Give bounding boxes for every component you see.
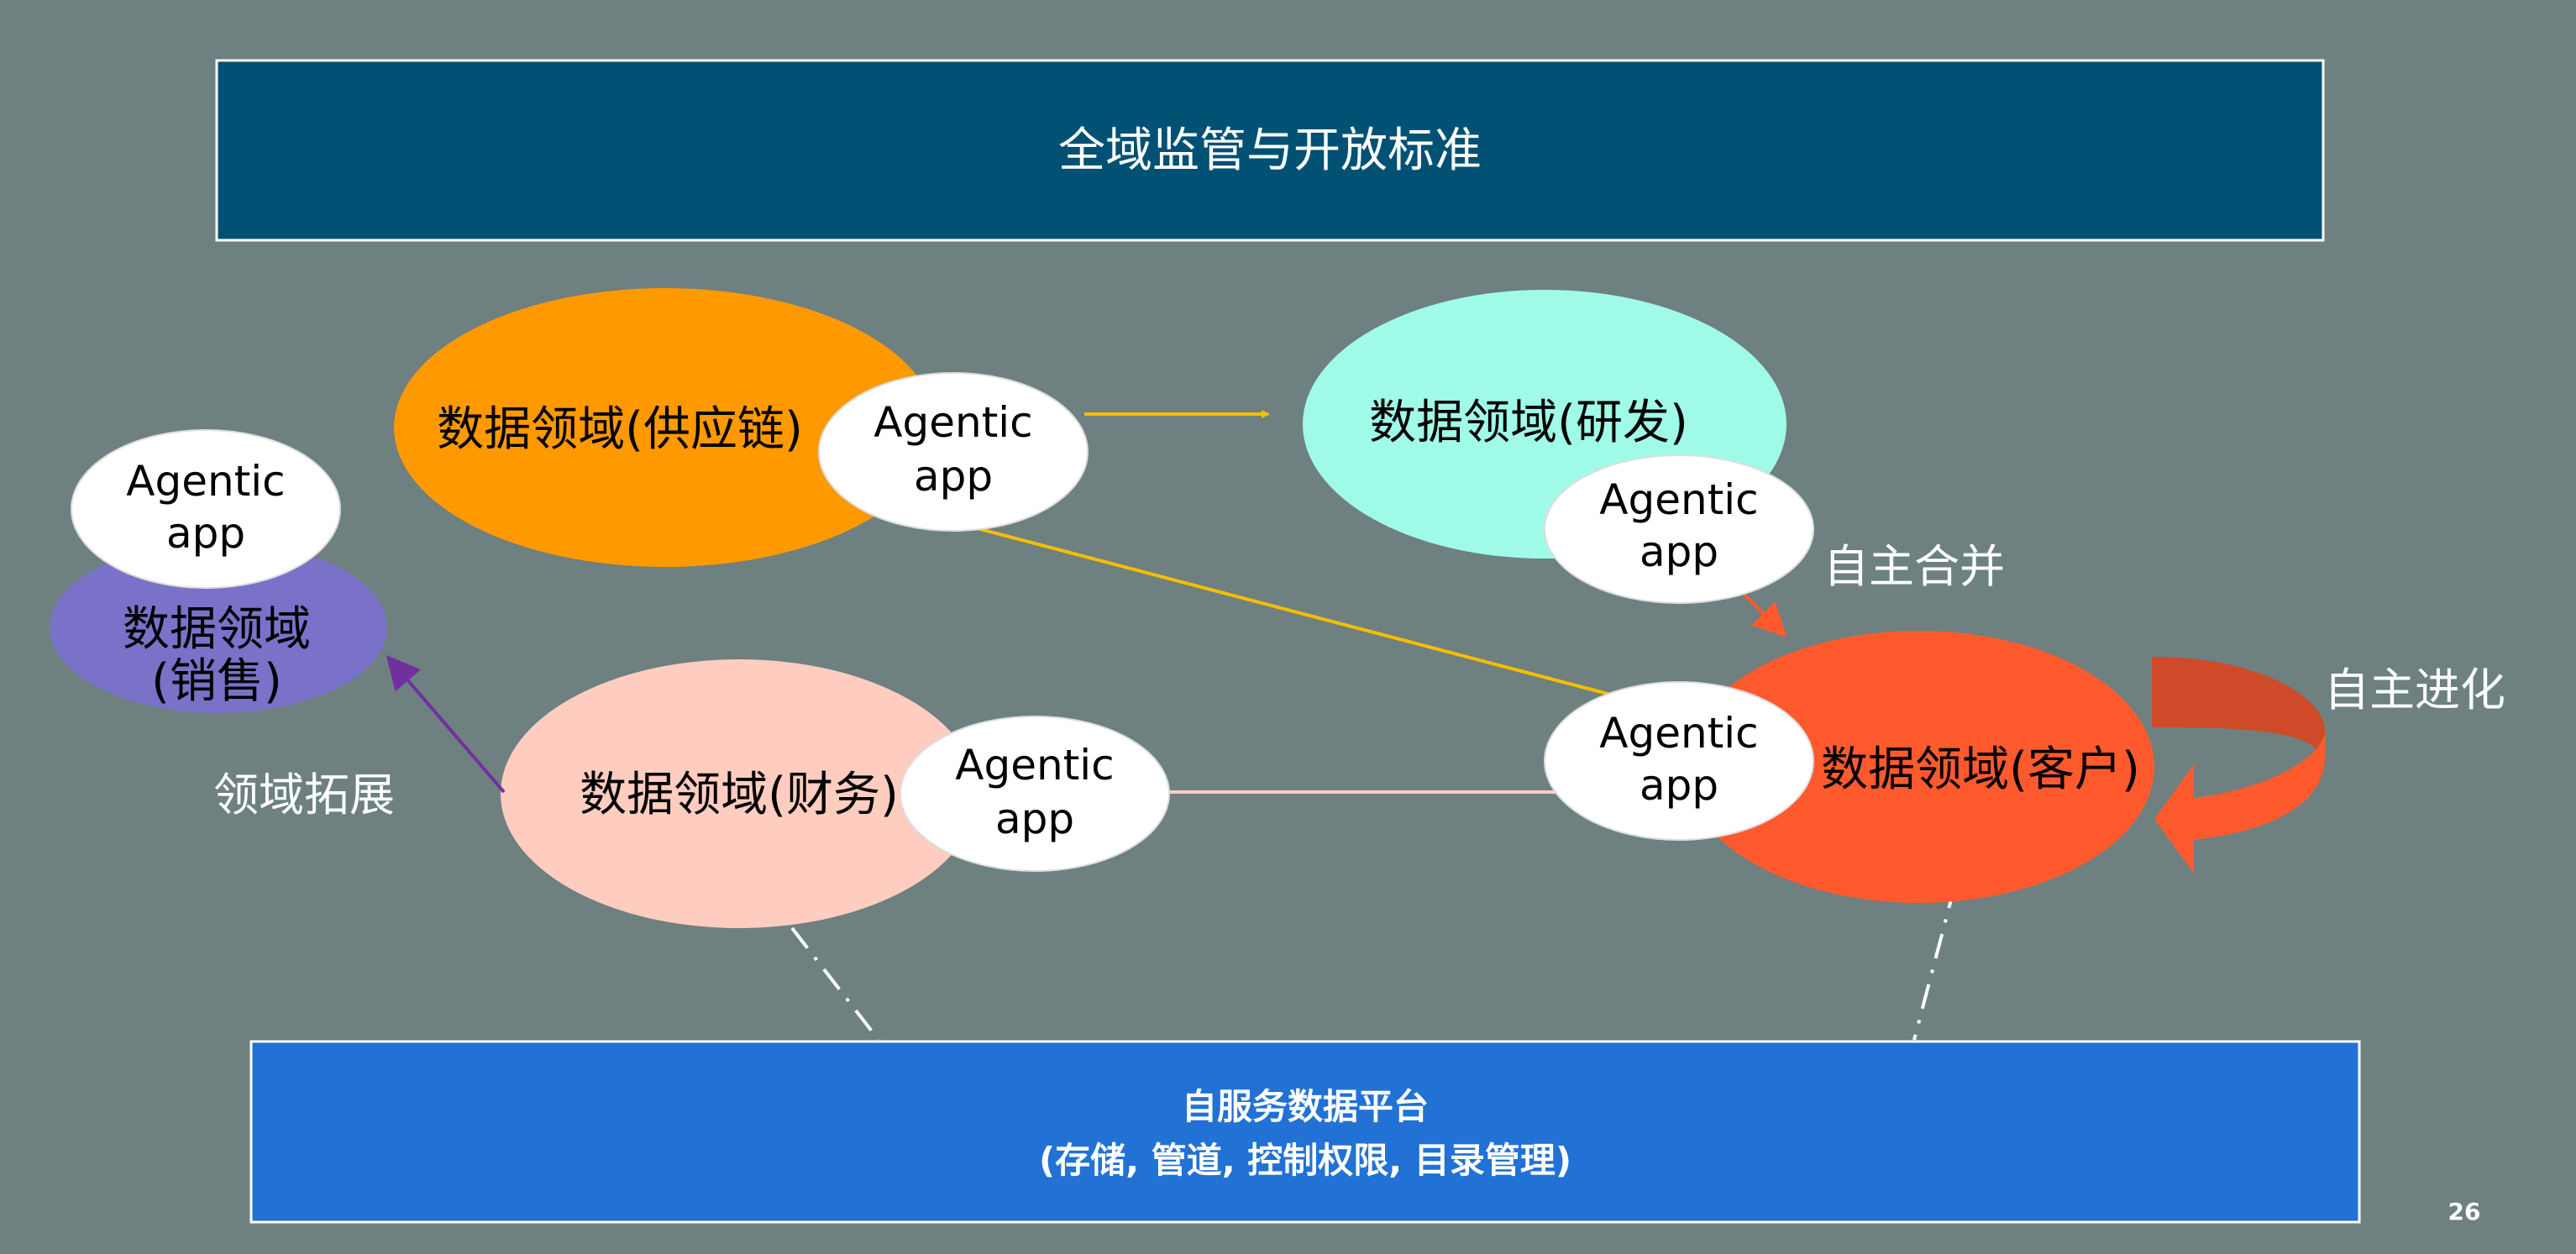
agentic-app-rnd: Agentic app — [1544, 454, 1814, 604]
domain-sales — [50, 542, 387, 713]
expand-label: 领域拓展 — [213, 769, 395, 821]
domain-sales-label-2: (销售) — [151, 654, 282, 709]
domain-rnd-label: 数据领域(研发) — [1369, 396, 1688, 450]
platform-title: 自服务数据平台 — [1182, 1086, 1429, 1127]
svg-text:app: app — [914, 452, 993, 501]
domain-supply-chain — [394, 288, 936, 567]
governance-title: 全域监管与开放标准 — [1058, 123, 1482, 178]
agentic-app-customer: Agentic app — [1544, 681, 1814, 841]
domain-finance — [501, 659, 978, 928]
domain-customer — [1684, 631, 2154, 903]
agentic-app-finance: Agentic app — [900, 716, 1170, 872]
platform-subtitle: (存储, 管道, 控制权限, 目录管理) — [1039, 1140, 1571, 1181]
domain-customer-label: 数据领域(客户) — [1821, 742, 2140, 797]
svg-text:app: app — [995, 795, 1074, 843]
agentic-app-sales: Agentic app — [71, 429, 341, 589]
svg-text:Agentic: Agentic — [1599, 709, 1758, 758]
merge-label: 自主合并 — [1823, 540, 2005, 593]
svg-text:app: app — [166, 509, 245, 558]
svg-text:Agentic: Agentic — [955, 741, 1114, 790]
finance-platform-connector — [790, 926, 880, 1042]
platform-bar: 自服务数据平台 (存储, 管道, 控制权限, 目录管理) — [249, 1040, 2361, 1224]
svg-text:Agentic: Agentic — [1599, 475, 1758, 524]
agentic-app-supply-chain: Agentic app — [818, 372, 1089, 532]
page-number: 26 — [2448, 1198, 2481, 1225]
domain-sales-label-1: 数据领域 — [123, 602, 311, 657]
svg-text:Agentic: Agentic — [126, 457, 285, 506]
domain-supply-chain-label: 数据领域(供应链) — [437, 402, 803, 457]
svg-text:app: app — [1640, 527, 1718, 576]
svg-text:Agentic: Agentic — [874, 398, 1032, 447]
svg-text:app: app — [1640, 761, 1718, 810]
evolve-curved-arrow-icon — [2152, 657, 2325, 874]
merge-arrow — [1743, 593, 1787, 637]
evolve-label: 自主进化 — [2324, 664, 2505, 716]
expand-arrow — [386, 654, 506, 794]
domain-finance-label: 数据领域(财务) — [580, 768, 899, 822]
customer-to-supply-arrow — [915, 510, 1644, 705]
governance-bar: 全域监管与开放标准 — [215, 59, 2325, 242]
